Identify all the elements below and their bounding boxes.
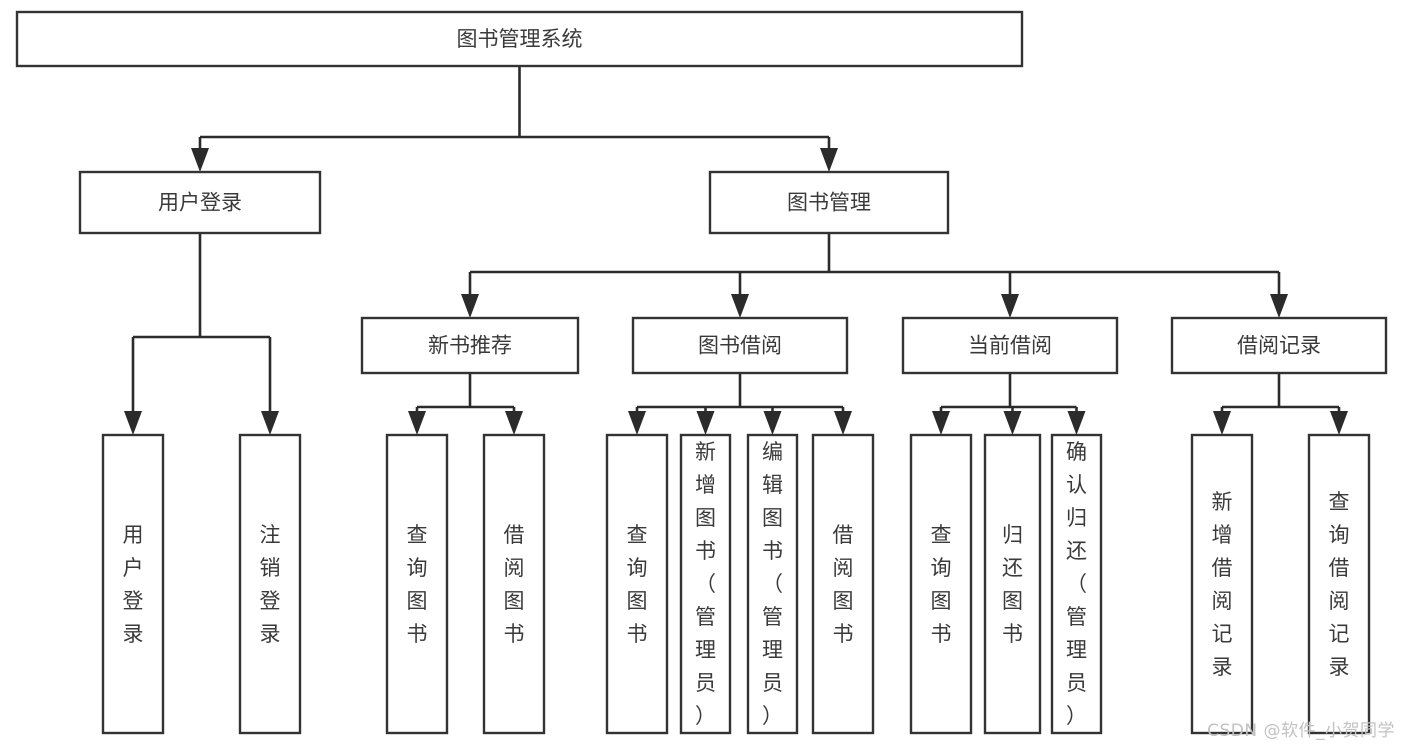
node-box [1307,433,1371,735]
node-label: 当前借阅 [968,334,1052,358]
node-box [1170,316,1388,375]
node-label: 查询图书 [407,523,428,646]
arrow-head-icon [191,148,209,172]
node-label: 图书管理 [787,191,871,215]
watermark-label: CSDN @软件_小贺同学 [1207,721,1395,741]
node-box [708,170,950,235]
arrow-head-icon [461,294,479,318]
node-box [1190,433,1254,735]
node-用户登录[interactable]: 用户登录 [78,170,322,235]
node-新增图书管理员[interactable]: 新增图书（管理员） [679,433,732,735]
arrow-head-icon [1270,294,1288,318]
arrow-head-icon [763,411,782,435]
node-借阅图书[interactable]: 借阅图书 [811,433,875,735]
arrow-head-icon [834,411,852,435]
arrow-head-icon [628,411,646,435]
arrow-head-icon [505,411,523,435]
node-box [631,316,849,375]
node-box [983,433,1042,735]
node-box [811,433,875,735]
node-查询图书[interactable]: 查询图书 [385,433,449,735]
node-图书管理[interactable]: 图书管理 [708,170,950,235]
node-box [238,433,302,735]
arrow-head-icon [1067,411,1086,435]
arrow-head-icon [731,294,749,318]
node-box [746,433,799,735]
node-label: 归还图书 [1002,523,1023,646]
node-图书借阅[interactable]: 图书借阅 [631,316,849,375]
node-借阅图书[interactable]: 借阅图书 [482,433,546,735]
arrow-head-icon [696,411,715,435]
node-label: 借阅记录 [1237,334,1321,358]
node-label: 新书推荐 [428,334,512,358]
node-label: 新增借阅记录 [1212,490,1233,679]
node-box [679,433,732,735]
arrow-head-icon [124,411,142,435]
node-当前借阅[interactable]: 当前借阅 [901,316,1119,375]
node-确认归还管理员[interactable]: 确认归还（管理员） [1050,433,1103,735]
node-label: 借阅图书 [504,523,525,646]
node-label: 用户登录 [123,523,144,646]
node-label: 查询图书 [931,523,952,646]
node-编辑图书管理员[interactable]: 编辑图书（管理员） [746,433,799,735]
node-box [482,433,546,735]
node-label: 确认归还（管理员） [1066,440,1087,728]
node-新书推荐[interactable]: 新书推荐 [360,316,580,375]
arrow-head-icon [820,148,838,172]
node-box [909,433,973,735]
node-label: 新增图书（管理员） [695,440,716,728]
node-label: 用户登录 [158,191,242,215]
arrow-head-icon [1003,411,1022,435]
arrow-head-icon [932,411,950,435]
arrow-head-icon [261,411,279,435]
node-box [385,433,449,735]
node-label: 查询借阅记录 [1329,490,1350,679]
node-label: 借阅图书 [833,523,854,646]
node-box [605,433,669,735]
node-查询图书[interactable]: 查询图书 [605,433,669,735]
node-查询图书[interactable]: 查询图书 [909,433,973,735]
node-新增借阅记录[interactable]: 新增借阅记录 [1190,433,1254,735]
node-label: 图书借阅 [698,334,782,358]
node-box [360,316,580,375]
node-box [78,170,322,235]
node-label: 图书管理系统 [457,27,583,51]
arrow-head-icon [1330,411,1348,435]
node-查询借阅记录[interactable]: 查询借阅记录 [1307,433,1371,735]
node-box [15,10,1024,68]
arrow-head-icon [408,411,426,435]
node-label: 查询图书 [627,523,648,646]
node-box [1050,433,1103,735]
node-box [101,433,165,735]
arrow-head-icon [1001,294,1019,318]
node-归还图书[interactable]: 归还图书 [983,433,1042,735]
node-图书管理系统[interactable]: 图书管理系统 [15,10,1024,68]
node-借阅记录[interactable]: 借阅记录 [1170,316,1388,375]
node-用户登录[interactable]: 用户登录 [101,433,165,735]
node-box [901,316,1119,375]
node-label: 编辑图书（管理员） [762,440,783,728]
node-注销登录[interactable]: 注销登录 [238,433,302,735]
node-label: 注销登录 [260,523,281,646]
arrow-head-icon [1213,411,1231,435]
